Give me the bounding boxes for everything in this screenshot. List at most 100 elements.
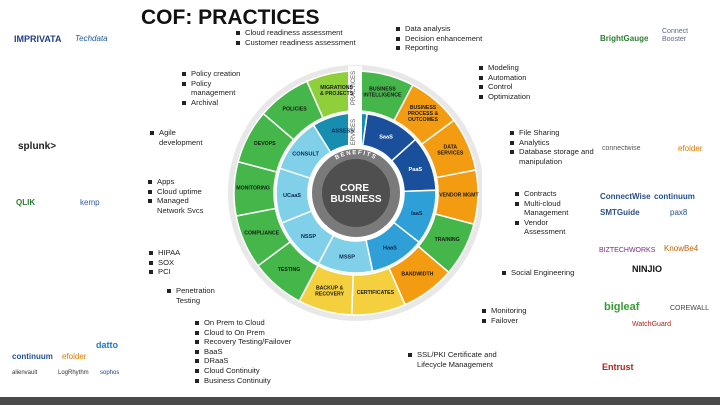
bullet-item: Cloud uptime	[148, 187, 204, 197]
logo-biztechworks: BIZTECHWORKS	[599, 247, 656, 254]
bullet-item: Modeling	[479, 63, 559, 73]
bullets-social: Social Engineering	[502, 268, 602, 278]
bullet-item: Cloud to On Prem	[195, 328, 305, 338]
logo-datto: datto	[96, 340, 118, 350]
bullet-item: BaaS	[195, 347, 305, 357]
service-label: SaaS	[379, 134, 393, 140]
bullet-item: Archival	[182, 98, 248, 108]
ring-top-label: BENEFITS	[334, 150, 378, 161]
core-center	[322, 159, 390, 227]
bullets-monitoring: Monitoring Failover	[482, 306, 562, 325]
bullet-item: Policy creation	[182, 69, 248, 79]
bullet-item: Decision enhancement	[396, 34, 516, 44]
bullet-item: Optimization	[479, 92, 559, 102]
bullet-item: Penetration Testing	[167, 286, 233, 305]
bullet-item: SOX	[149, 258, 209, 268]
logo-knowbe4: KnowBe4	[664, 244, 699, 253]
bullets-data-analysis: Data analysis Decision enhancement Repor…	[396, 24, 516, 53]
bullets-contracts: Contracts Multi-cloud Management Vendor …	[515, 189, 590, 237]
core-business-label: CORE BUSINESS	[330, 183, 381, 205]
logo-entrust: Entrust	[602, 362, 634, 372]
logo-efolder: efolder	[62, 352, 87, 361]
bullets-ssl: SSL/PKI Certificate and Lifecycle Manage…	[408, 350, 508, 369]
service-label: CONSULT	[292, 152, 319, 158]
bullet-item: Vendor Assessment	[515, 218, 590, 237]
bullet-item: Agile development	[150, 128, 214, 147]
practice-label: VENDOR MGMT	[439, 193, 479, 199]
logo-kemp: kemp	[80, 198, 100, 207]
bullets-pen-testing: Penetration Testing	[167, 286, 233, 305]
bullet-item: DRaaS	[195, 356, 305, 366]
service-label: HaaS	[383, 245, 397, 251]
footer-bar	[0, 397, 720, 405]
logo-logrhythm: LogRhythm	[58, 370, 89, 376]
bullet-item: SSL/PKI Certificate and Lifecycle Manage…	[408, 350, 508, 369]
bullet-item: Business Continuity	[195, 376, 305, 386]
logo-efolder-right: efolder	[678, 144, 703, 153]
logo-pax8: pax8	[670, 208, 688, 217]
logo-qlik: QLIK	[16, 198, 36, 207]
logo-brightgauge: BrightGauge	[600, 34, 649, 43]
bullet-item: File Sharing	[510, 128, 595, 138]
bullet-item: Monitoring	[482, 306, 562, 316]
bullets-apps: Apps Cloud uptime Managed Network Svcs	[148, 177, 204, 215]
logo-connectwise: ConnectWise	[600, 192, 651, 201]
practice-label: TRAINING	[435, 237, 460, 243]
bullet-item: Data analysis	[396, 24, 516, 34]
logo-continuum: continuum	[12, 352, 53, 361]
service-label: PaaS	[408, 167, 422, 173]
practice-label: BANDWIDTH	[401, 272, 433, 278]
practice-label: COMPLIANCE	[244, 230, 279, 236]
bullets-assessment: Cloud readiness assessment Customer read…	[236, 28, 356, 47]
bullet-item: Customer readiness assessment	[236, 38, 356, 48]
bullets-modeling: Modeling Automation Control Optimization	[479, 63, 559, 101]
practice-label: POLICIES	[283, 106, 308, 112]
practice-label: MIGRATIONS& PROJECTS	[320, 85, 354, 97]
logo-corewall: COREWALL	[670, 305, 710, 312]
logo-ninjio: NINJIO	[632, 264, 663, 274]
bullet-item: Reporting	[396, 43, 516, 53]
logo-alienvault: alienvault	[12, 370, 38, 376]
bullets-agile: Agile development	[150, 128, 214, 147]
bullet-item: Recovery Testing/Failover	[195, 337, 305, 347]
bullets-continuity: On Prem to Cloud Cloud to On Prem Recove…	[195, 318, 305, 385]
services-band	[348, 114, 362, 154]
logo-connectbooster: Connect Booster	[662, 28, 689, 43]
bullet-item: Apps	[148, 177, 204, 187]
bullet-item: Policy management	[182, 79, 248, 98]
bullet-item: Failover	[482, 316, 562, 326]
bullet-item: Database storage and manipulation	[510, 147, 595, 166]
service-label: ASSESS	[331, 128, 354, 134]
logo-techdata: Techdata	[75, 34, 108, 43]
services-label: SERVICES	[351, 119, 357, 149]
practices-label: PRACTICES	[351, 71, 357, 105]
bullet-item: Analytics	[510, 138, 595, 148]
service-label: IaaS	[411, 211, 423, 217]
bullet-item: On Prem to Cloud	[195, 318, 305, 328]
bullet-item: Contracts	[515, 189, 590, 199]
bullet-item: Social Engineering	[502, 268, 602, 278]
bullet-item: Multi-cloud Management	[515, 199, 590, 218]
logo-sophos: sophos	[100, 370, 120, 376]
bullet-item: Control	[479, 82, 559, 92]
bullet-item: PCI	[149, 267, 209, 277]
practice-label: MONITORING	[236, 185, 270, 191]
logo-bigleaf: bigleaf	[604, 301, 640, 313]
logo-connectwise-small: connectwise	[602, 145, 641, 152]
logo-imprivata: IMPRIVATA	[14, 34, 62, 44]
logo-continuum-right: continuum	[654, 192, 695, 201]
bullets-compliance: HIPAA SOX PCI	[149, 248, 209, 277]
bullet-item: Cloud Continuity	[195, 366, 305, 376]
bullet-item: HIPAA	[149, 248, 209, 258]
bullets-file-sharing: File Sharing Analytics Database storage …	[510, 128, 595, 166]
practice-label: DEVOPS	[254, 141, 276, 147]
practice-label: BACKUP &RECOVERY	[315, 286, 344, 298]
logo-splunk: splunk>	[18, 141, 57, 152]
bullet-item: Managed Network Svcs	[148, 196, 204, 215]
service-label: MSSP	[339, 254, 355, 260]
page-title: COF: PRACTICES	[141, 6, 320, 29]
bullets-policy: Policy creation Policy management Archiv…	[182, 69, 248, 107]
